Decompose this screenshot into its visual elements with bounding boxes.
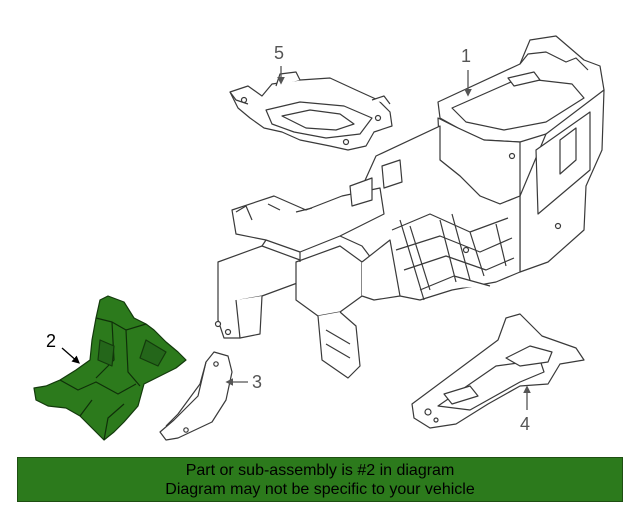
- part-1-console-frame[interactable]: [214, 35, 605, 379]
- part-3-bracket[interactable]: [159, 351, 233, 441]
- banner-line-1: Part or sub-assembly is #2 in diagram: [185, 461, 455, 479]
- info-banner: Part or sub-assembly is #2 in diagram Di…: [17, 457, 623, 502]
- banner-line-2: Diagram may not be specific to your vehi…: [165, 480, 475, 498]
- callout-2-leader: [61, 347, 80, 364]
- diagram-canvas: 1 2 3 4 5: [33, 35, 605, 441]
- part-5-bracket[interactable]: [229, 71, 393, 151]
- part-2-bracket-highlighted[interactable]: [33, 295, 187, 441]
- callout-2[interactable]: 2: [46, 331, 56, 351]
- callout-1[interactable]: 1: [461, 46, 471, 66]
- callout-4[interactable]: 4: [520, 414, 530, 434]
- part-4-floor-plate[interactable]: [411, 313, 585, 429]
- callout-5[interactable]: 5: [274, 43, 284, 63]
- callout-3[interactable]: 3: [252, 372, 262, 392]
